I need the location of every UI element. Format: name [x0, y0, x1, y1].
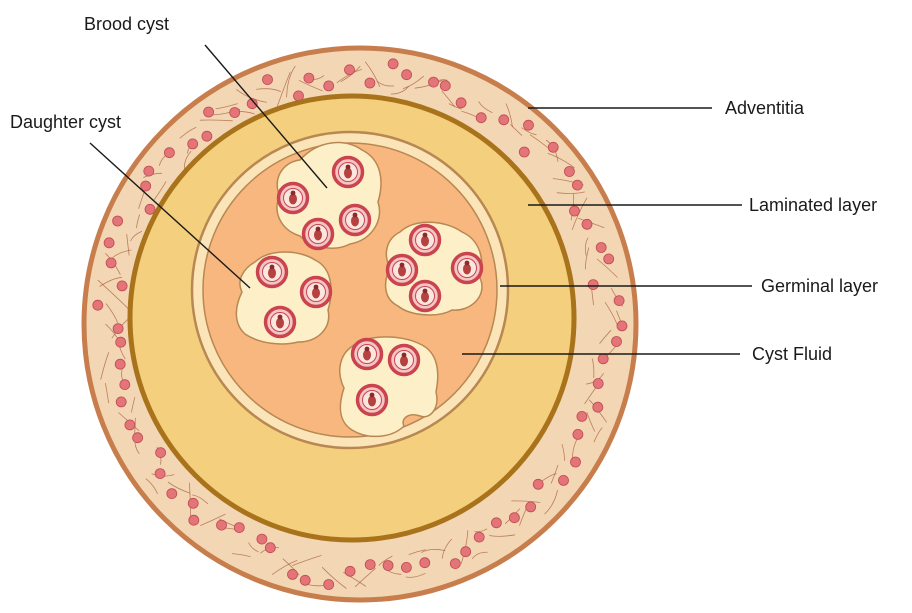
adventitia-cell [593, 402, 603, 412]
adventitia-cell [144, 166, 154, 176]
adventitia-cell [234, 523, 244, 533]
adventitia-cell [263, 75, 273, 85]
adventitia-cell [570, 206, 580, 216]
adventitia-cell [230, 108, 240, 118]
adventitia-cell [93, 300, 103, 310]
label-daughter-cyst: Daughter cyst [10, 112, 121, 132]
adventitia-cell [113, 324, 123, 334]
adventitia-cell [577, 411, 587, 421]
adventitia-cell [598, 354, 608, 364]
adventitia-cell [188, 498, 198, 508]
adventitia-cell [476, 113, 486, 123]
adventitia-cell [288, 569, 298, 579]
adventitia-cell [573, 429, 583, 439]
adventitia-cell [383, 561, 393, 571]
adventitia-cell [117, 281, 127, 291]
adventitia-cell [519, 147, 529, 157]
protoscolex [334, 158, 363, 187]
adventitia-cell [604, 254, 614, 264]
label-cyst-fluid: Cyst Fluid [752, 344, 832, 364]
protoscolex [390, 346, 419, 375]
protoscolex [353, 340, 382, 369]
adventitia-cell [524, 120, 534, 130]
adventitia-cell [116, 397, 126, 407]
adventitia-cell [526, 502, 536, 512]
protoscolex [358, 386, 387, 415]
adventitia-cell [133, 433, 143, 443]
adventitia-cell [345, 566, 355, 576]
protoscolex [266, 308, 295, 337]
adventitia-cell [365, 78, 375, 88]
adventitia-cell [116, 337, 126, 347]
protoscolex [411, 282, 440, 311]
adventitia-cell [617, 321, 627, 331]
adventitia-cell [614, 296, 624, 306]
protoscolex [411, 226, 440, 255]
adventitia-cell [548, 142, 558, 152]
adventitia-cell [113, 216, 123, 226]
adventitia-cell [491, 518, 501, 528]
protoscolex [302, 278, 331, 307]
adventitia-cell [593, 379, 603, 389]
adventitia-cell [440, 81, 450, 91]
adventitia-cell [420, 558, 430, 568]
adventitia-cell [388, 59, 398, 69]
protoscolex [258, 258, 287, 287]
adventitia-cell [300, 575, 310, 585]
adventitia-cell [461, 547, 471, 557]
adventitia-cell [115, 359, 125, 369]
adventitia-cell [571, 457, 581, 467]
adventitia-cell [204, 107, 214, 117]
adventitia-cell [456, 98, 466, 108]
adventitia-cell [499, 115, 509, 125]
adventitia-cell [106, 258, 116, 268]
protoscolex [304, 220, 333, 249]
adventitia-cell [324, 580, 334, 590]
adventitia-cell [155, 469, 165, 479]
adventitia-cell [450, 559, 460, 569]
adventitia-cell [125, 420, 135, 430]
adventitia-cell [345, 65, 355, 75]
adventitia-cell [588, 280, 598, 290]
adventitia-cell [145, 204, 155, 214]
adventitia-cell [167, 489, 177, 499]
adventitia-cell [564, 167, 574, 177]
adventitia-cell [401, 562, 411, 572]
protoscolex [453, 254, 482, 283]
adventitia-cell [202, 131, 212, 141]
label-laminated-layer: Laminated layer [749, 195, 877, 215]
label-germinal-layer: Germinal layer [761, 276, 878, 296]
adventitia-cell [582, 219, 592, 229]
adventitia-cell [572, 180, 582, 190]
adventitia-cell [265, 543, 275, 553]
adventitia-cell [104, 238, 114, 248]
protoscolex [279, 184, 308, 213]
protoscolex [388, 256, 417, 285]
adventitia-cell [365, 560, 375, 570]
adventitia-cell [474, 532, 484, 542]
adventitia-cell [402, 70, 412, 80]
adventitia-cell [120, 380, 130, 390]
adventitia-cell [596, 243, 606, 253]
adventitia-cell [188, 139, 198, 149]
adventitia-cell [189, 515, 199, 525]
label-adventitia: Adventitia [725, 98, 804, 118]
adventitia-cell [612, 337, 622, 347]
adventitia-cell [429, 77, 439, 87]
adventitia-cell [324, 81, 334, 91]
adventitia-cell [257, 534, 267, 544]
adventitia-cell [509, 513, 519, 523]
adventitia-cell [217, 520, 227, 530]
adventitia-cell [559, 475, 569, 485]
label-brood-cyst: Brood cyst [84, 14, 169, 34]
adventitia-cell [156, 448, 166, 458]
adventitia-cell [164, 148, 174, 158]
protoscolex [341, 206, 370, 235]
adventitia-cell [533, 479, 543, 489]
adventitia-cell [304, 73, 314, 83]
